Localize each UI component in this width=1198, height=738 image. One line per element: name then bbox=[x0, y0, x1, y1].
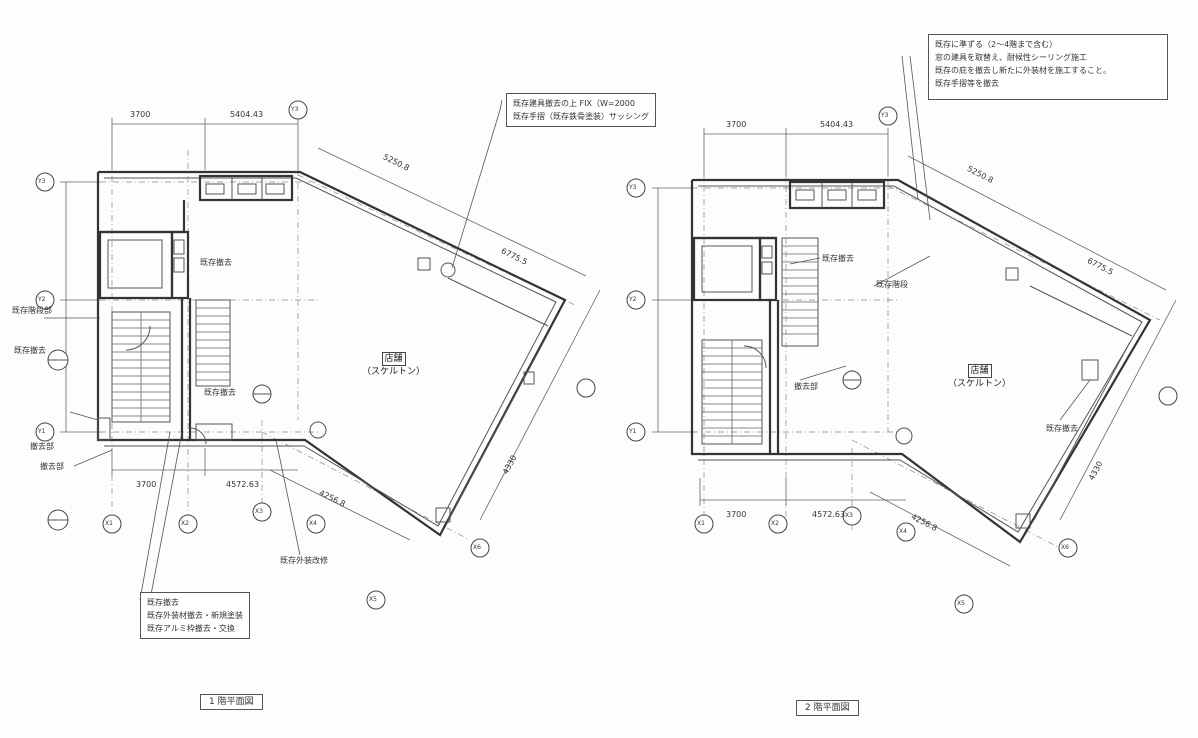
note-2f-top-right-line-1: 既存に準ずる（2～4階まで含む） bbox=[935, 40, 1058, 49]
grid-label-y2: Y2 bbox=[38, 296, 46, 303]
grid-label-x5: X5 bbox=[369, 596, 377, 603]
label-1f-2: 既存階段部 bbox=[12, 306, 52, 315]
dim2-top-2: 5404.43 bbox=[820, 120, 854, 129]
note-2f-top-right-line-2: 窓の建具を取替え、耐候性シーリング施工 bbox=[935, 53, 1087, 62]
label-1f-1: 既存撤去 bbox=[200, 258, 232, 267]
grid-label-x4: X4 bbox=[309, 520, 317, 527]
grid2-label-x3: X3 bbox=[845, 512, 853, 519]
grid-label-y1: Y1 bbox=[38, 428, 46, 435]
room-name-2f: 店舗 bbox=[967, 364, 992, 378]
grid2-label-y3: Y3 bbox=[629, 184, 637, 191]
grid2-label-x6: X6 bbox=[1061, 544, 1069, 551]
grid-label-x2: X2 bbox=[181, 520, 189, 527]
note-1f-top-right: 既存建具撤去の上 FIX（W=2000 既存手摺（既存鉄骨塗装）サッシング bbox=[506, 93, 656, 127]
room-sub-1f: （スケルトン） bbox=[362, 367, 426, 377]
label-1f-6: 既存撤去 bbox=[204, 388, 236, 397]
grid-label-y3-top: Y3 bbox=[291, 106, 299, 113]
dim-top-1: 3700 bbox=[130, 110, 151, 119]
label-2f-3: 既存階段 bbox=[876, 280, 908, 289]
caption-1f: 1 階平面図 bbox=[200, 694, 263, 710]
plan-2f bbox=[652, 55, 1177, 567]
grid2-label-x5: X5 bbox=[957, 600, 965, 607]
dim-bottom-2: 4572.63 bbox=[226, 480, 260, 489]
grid-label-x6: X6 bbox=[473, 544, 481, 551]
grid2-label-y2: Y2 bbox=[629, 296, 637, 303]
room-label-1f: 店舗 （スケルトン） bbox=[362, 352, 425, 378]
grid2-label-x1: X1 bbox=[697, 520, 705, 527]
label-1f-4: 撤去部 bbox=[30, 442, 54, 451]
note-1f-bottom-line-2: 既存外装材撤去・新規塗装 bbox=[147, 611, 243, 620]
note-1f-top-right-line-1: 既存建具撤去の上 FIX（W=2000 bbox=[513, 99, 635, 108]
label-1f-3: 既存撤去 bbox=[14, 346, 46, 355]
grid-label-y3: Y3 bbox=[38, 178, 46, 185]
note-2f-top-right-line-4: 既存手摺等を撤去 bbox=[935, 79, 999, 88]
note-2f-top-right-line-3: 既存の庇を撤去し新たに外装材を施工すること。 bbox=[935, 66, 1111, 75]
room-name-1f: 店舗 bbox=[381, 352, 406, 366]
note-1f-bottom: 既存撤去 既存外装材撤去・新規塗装 既存アルミ枠撤去・交換 bbox=[140, 592, 250, 639]
note-2f-top-right: 既存に準ずる（2～4階まで含む） 窓の建具を取替え、耐候性シーリング施工 既存の… bbox=[928, 34, 1168, 100]
grid-bubbles bbox=[35, 100, 1178, 614]
grid2-label-y3-top: Y3 bbox=[881, 112, 889, 119]
room-label-2f: 店舗 （スケルトン） bbox=[948, 364, 1011, 390]
dim2-top-1: 3700 bbox=[726, 120, 747, 129]
grid2-label-x2: X2 bbox=[771, 520, 779, 527]
grid-label-x3: X3 bbox=[255, 508, 263, 515]
note-1f-top-right-line-2: 既存手摺（既存鉄骨塗装）サッシング bbox=[513, 112, 649, 121]
label-2f-4: 撤去部 bbox=[794, 382, 818, 391]
room-sub-2f: （スケルトン） bbox=[948, 379, 1012, 389]
dim-top-2: 5404.43 bbox=[230, 110, 264, 119]
grid2-label-y1: Y1 bbox=[629, 428, 637, 435]
grid2-label-x4: X4 bbox=[899, 528, 907, 535]
note-1f-bottom-line-1: 既存撤去 bbox=[147, 598, 179, 607]
dim2-bottom-2: 4572.63 bbox=[812, 510, 846, 519]
label-2f-2: 既存撤去 bbox=[1046, 424, 1078, 433]
dim2-bottom-1: 3700 bbox=[726, 510, 747, 519]
caption-2f: 2 階平面図 bbox=[796, 700, 859, 716]
dim-bottom-1: 3700 bbox=[136, 480, 157, 489]
note-1f-bottom-line-3: 既存アルミ枠撤去・交換 bbox=[147, 624, 235, 633]
grid-label-x1: X1 bbox=[105, 520, 113, 527]
label-1f-5: 撤去部 bbox=[40, 462, 64, 471]
label-2f-1: 既存撤去 bbox=[822, 254, 854, 263]
plan-1f bbox=[44, 99, 601, 601]
label-1f-7: 既存外装改修 bbox=[280, 556, 328, 565]
